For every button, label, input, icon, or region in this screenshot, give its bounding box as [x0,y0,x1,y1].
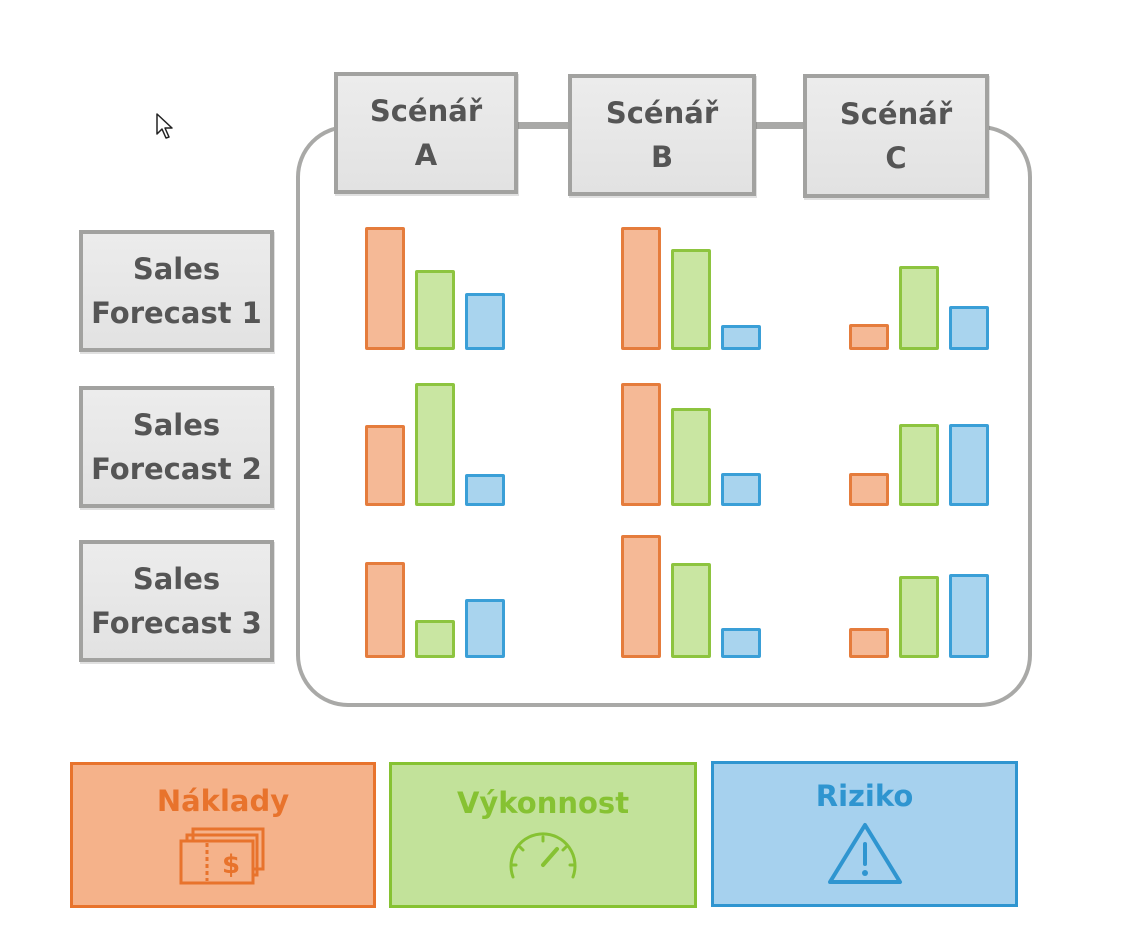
svg-text:$: $ [222,850,240,880]
speedometer-icon [503,827,583,889]
legend-costs: Náklady $ [70,762,376,908]
legend-performance: Výkonnost [389,762,697,908]
bar-forecast2-scenarioB-performance [671,408,711,506]
scenario-b-header: Scénář B [568,74,756,196]
bar-forecast1-scenarioB-performance [671,249,711,350]
bar-forecast3-scenarioC-performance [899,576,939,658]
legend-risk: Riziko [711,761,1018,907]
scenario-c-header: Scénář C [803,74,989,198]
warning-triangle-icon [826,820,904,890]
connector-a-b [515,122,571,126]
bar-forecast2-scenarioA-performance [415,383,455,506]
bar-forecast2-scenarioB-risk [721,473,761,506]
bar-forecast2-scenarioA-risk [465,474,505,506]
mouse-cursor-icon [155,112,175,144]
bar-forecast3-scenarioA-risk [465,599,505,658]
legend-performance-label: Výkonnost [456,786,630,820]
bar-forecast3-scenarioB-performance [671,563,711,658]
bar-forecast2-scenarioC-risk [949,424,989,506]
bar-forecast1-scenarioB-risk [721,325,761,350]
bar-forecast1-scenarioA-risk [465,293,505,350]
bar-forecast3-scenarioC-risk [949,574,989,658]
bar-forecast1-scenarioC-risk [949,306,989,350]
sales-forecast-3-label: Sales Forecast 3 [79,540,274,662]
bar-forecast3-scenarioC-costs [849,628,889,658]
bar-forecast2-scenarioB-costs [621,383,661,506]
sales-forecast-1-label: Sales Forecast 1 [79,230,274,352]
bar-forecast3-scenarioB-costs [621,535,661,658]
bar-forecast3-scenarioA-costs [365,562,405,658]
legend-risk-label: Riziko [815,779,914,813]
connector-b-c [754,122,806,126]
bar-forecast2-scenarioC-performance [899,424,939,506]
bar-forecast1-scenarioC-costs [849,324,889,350]
bar-forecast3-scenarioB-risk [721,628,761,658]
bar-forecast1-scenarioA-costs [365,227,405,350]
legend-costs-label: Náklady [156,784,290,818]
bar-forecast3-scenarioA-performance [415,620,455,658]
bar-forecast1-scenarioB-costs [621,227,661,350]
bar-forecast1-scenarioC-performance [899,266,939,350]
bar-forecast2-scenarioC-costs [849,473,889,506]
sales-forecast-2-label: Sales Forecast 2 [79,386,274,508]
scenario-a-header: Scénář A [334,72,518,194]
money-stack-icon: $ [177,825,269,891]
bar-forecast1-scenarioA-performance [415,270,455,350]
bar-forecast2-scenarioA-costs [365,425,405,506]
